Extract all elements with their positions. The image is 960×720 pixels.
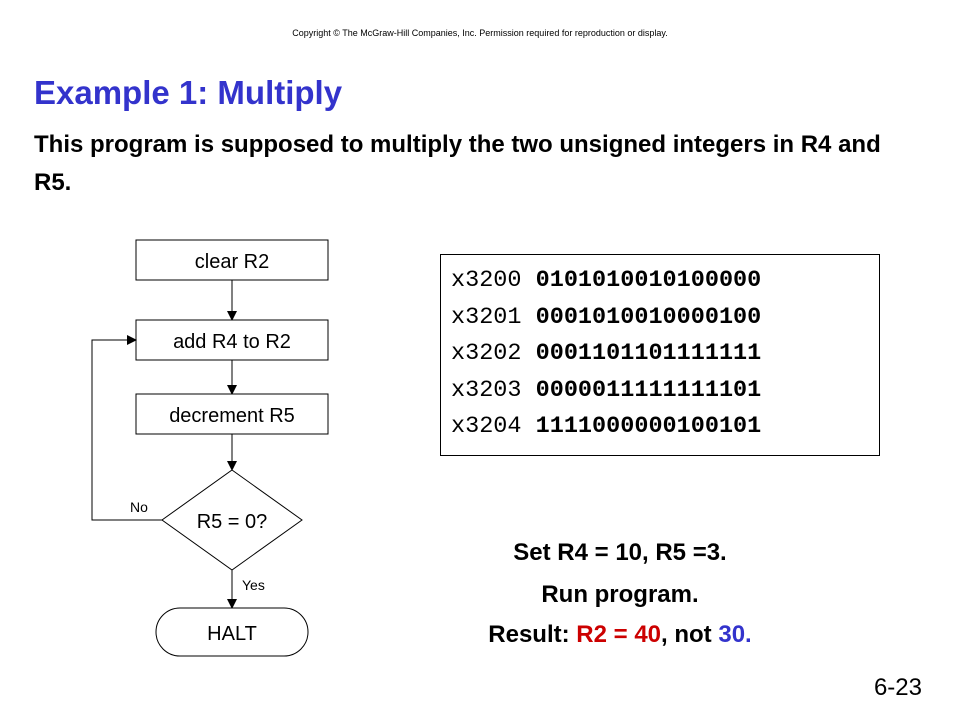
node-decrement-r5: decrement R5 xyxy=(135,393,329,435)
code-address: x3203 xyxy=(451,376,522,404)
slide-number: 6-23 xyxy=(873,674,922,701)
code-address: x3200 xyxy=(451,267,522,294)
code-bits: 0001010010000100 xyxy=(535,303,762,331)
node-decrement-label: decrement R5 xyxy=(169,405,295,427)
edge-label-yes: Yes xyxy=(242,577,265,593)
note-run-program: Run program. xyxy=(541,581,699,608)
note-set-values: Set R4 = 10, R5 =3. xyxy=(513,539,727,566)
node-clear-r2: clear R2 xyxy=(135,239,329,281)
node-halt: HALT xyxy=(155,607,309,657)
code-line: x3204 1111000000100101 xyxy=(451,409,879,446)
node-add-r4-to-r2: add R4 to R2 xyxy=(135,319,329,361)
slide-title: Example 1: Multiply xyxy=(34,74,343,111)
code-address: x3204 xyxy=(451,413,522,440)
node-halt-label: HALT xyxy=(207,623,257,645)
edge-label-no: No xyxy=(130,499,148,515)
code-address: x3202 xyxy=(451,340,522,367)
node-clear-r2-label: clear R2 xyxy=(195,251,269,273)
code-bits: 0101010010100000 xyxy=(535,267,762,294)
code-line: x3202 0001101101111111 xyxy=(451,336,879,373)
result-value: R2 = 40 xyxy=(576,621,662,648)
node-add-label: add R4 to R2 xyxy=(173,331,291,353)
node-test-label: R5 = 0? xyxy=(197,511,268,533)
code-address: x3201 xyxy=(451,303,522,331)
machine-code-listing: x3200 0101010010100000 x3201 00010100100… xyxy=(440,254,880,456)
result-expected: 30. xyxy=(718,621,752,648)
slide-subtitle: This program is supposed to multiply the… xyxy=(34,131,881,196)
code-bits: 0001101101111111 xyxy=(535,340,762,367)
code-line: x3201 0001010010000100 xyxy=(451,300,879,337)
copyright-notice: Copyright © The McGraw-Hill Companies, I… xyxy=(292,28,668,38)
node-r5-zero-test: R5 = 0? xyxy=(161,469,303,571)
code-line: x3203 0000011111111101 xyxy=(451,373,879,410)
result-prefix: Result: xyxy=(488,621,577,648)
note-result: Result: R2 = 40, not 30. xyxy=(430,617,810,653)
result-mid: , not xyxy=(661,621,719,648)
code-line: x3200 0101010010100000 xyxy=(451,263,879,300)
code-bits: 1111000000100101 xyxy=(535,413,762,440)
code-bits: 0000011111111101 xyxy=(535,376,762,404)
edge-loop-no xyxy=(91,335,162,521)
